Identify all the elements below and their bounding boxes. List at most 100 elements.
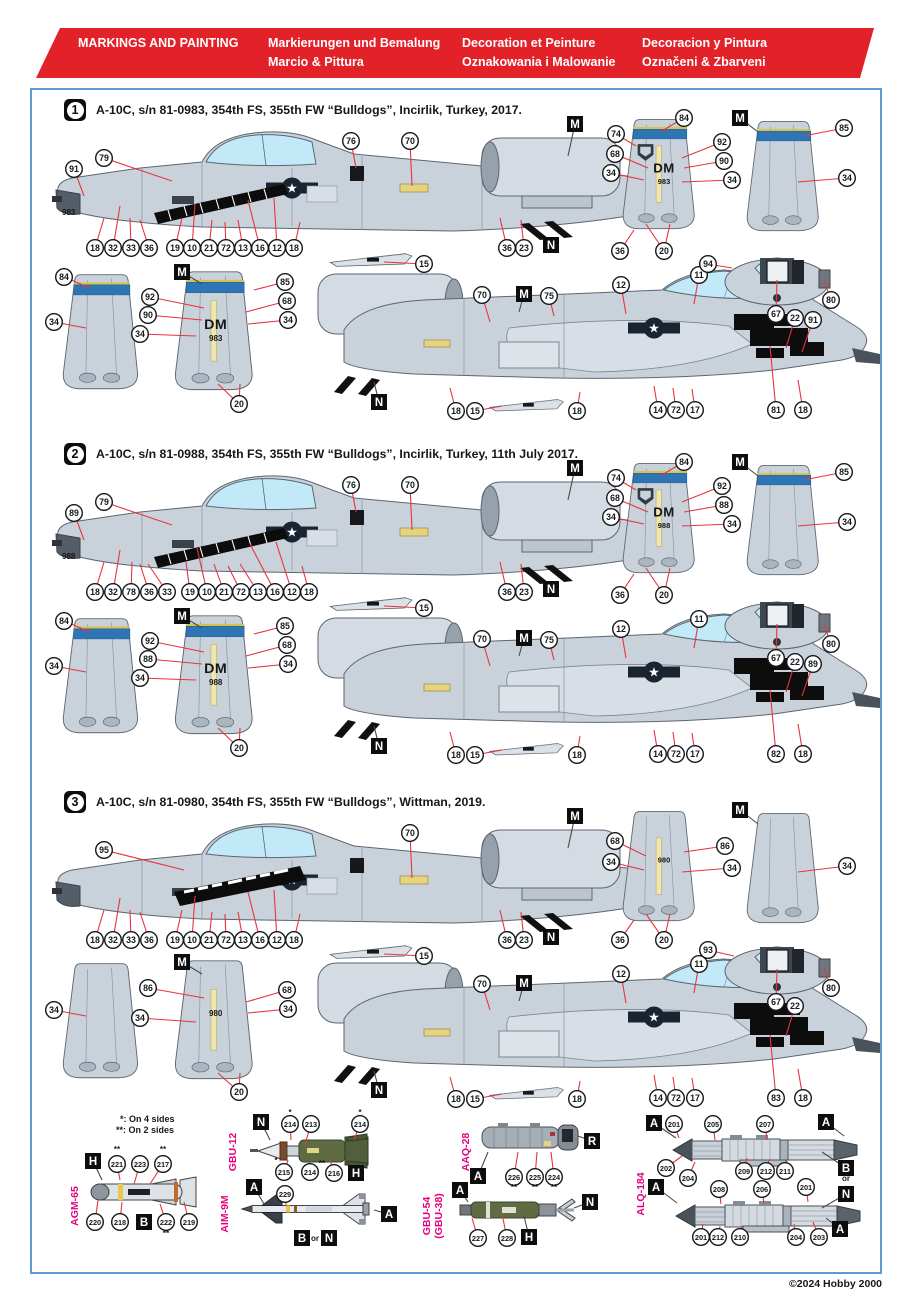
- svg-text:18: 18: [451, 406, 461, 416]
- callout-circle: [649, 745, 668, 764]
- svg-text:M: M: [519, 633, 529, 645]
- svg-text:88: 88: [143, 654, 153, 664]
- note-text: *: On 4 sides: [120, 1114, 175, 1124]
- tail-serial: 980: [209, 1009, 223, 1018]
- callout-circle: [229, 1083, 248, 1102]
- callout-circle: [86, 930, 105, 949]
- alq-184-pod-top: [672, 1134, 858, 1167]
- callout-circle: [277, 635, 296, 654]
- letter-badge: [516, 975, 532, 991]
- boarding-ladder-art: [154, 528, 288, 568]
- svg-text:13: 13: [238, 935, 248, 945]
- callout-circle: [675, 452, 694, 472]
- callout-circle: [86, 238, 105, 257]
- callout-circle: [607, 125, 626, 144]
- callout-circle: [667, 401, 686, 420]
- svg-text:93: 93: [703, 945, 713, 955]
- callout-circle: [342, 132, 361, 151]
- callout-circle: [611, 241, 630, 260]
- callout-circle: [401, 476, 420, 495]
- callout-circle: [179, 1212, 198, 1231]
- callout-circle: [447, 402, 466, 421]
- callout-circle: [835, 119, 854, 138]
- svg-text:226: 226: [508, 1173, 520, 1182]
- svg-text:N: N: [325, 1233, 333, 1245]
- svg-text:H: H: [352, 1168, 360, 1180]
- svg-text:68: 68: [282, 985, 292, 995]
- callout-circle: [686, 745, 705, 764]
- svg-text:A: A: [456, 1185, 464, 1197]
- callout-circle: [679, 1169, 698, 1188]
- callout-circle: [602, 507, 621, 526]
- callout-circle: [140, 631, 159, 650]
- fin-row2-outer: [62, 274, 139, 390]
- callout-circle: [95, 841, 114, 860]
- svg-text:76: 76: [346, 480, 356, 490]
- callout-circle: [667, 745, 686, 764]
- svg-text:M: M: [735, 805, 745, 817]
- callout-circle: [753, 1179, 772, 1198]
- callout-circle: [277, 291, 296, 310]
- callout-circle: [157, 582, 176, 601]
- note-text: *: [288, 1108, 292, 1117]
- svg-text:222: 222: [160, 1218, 172, 1227]
- content-box: 1 A-10C, s/n 81-0983, 354th FS, 355th FW…: [30, 88, 882, 1274]
- svg-text:79: 79: [99, 497, 109, 507]
- scheme-3-title-row: 3 A-10C, s/n 81-0980, 354th FS, 355th FW…: [64, 791, 485, 813]
- letter-badge: [371, 394, 387, 410]
- svg-text:M: M: [519, 289, 529, 301]
- svg-text:14: 14: [653, 749, 663, 759]
- note-text: or: [311, 1234, 319, 1243]
- callout-circle: [103, 238, 122, 257]
- svg-text:18: 18: [289, 935, 299, 945]
- svg-text:M: M: [177, 611, 187, 623]
- svg-text:20: 20: [659, 590, 669, 600]
- callout-circle: [65, 503, 84, 522]
- callout-circle: [568, 746, 587, 765]
- letter-badge: [732, 110, 748, 126]
- fin-row2-inner: 980: [174, 960, 253, 1080]
- boarding-ladder-art: [154, 184, 288, 224]
- svg-text:21: 21: [204, 935, 214, 945]
- callout-circle: [540, 286, 559, 305]
- svg-text:34: 34: [135, 1013, 145, 1023]
- weapon-label: AGM-65: [69, 1186, 81, 1226]
- callout-circle: [351, 1114, 370, 1134]
- svg-text:16: 16: [270, 587, 280, 597]
- svg-text:70: 70: [477, 290, 487, 300]
- ladder-rungs: [167, 188, 268, 221]
- svg-text:215: 215: [278, 1168, 290, 1177]
- callout-circle: [568, 1090, 587, 1109]
- callout-circle: [278, 654, 297, 673]
- svg-text:84: 84: [679, 113, 689, 123]
- svg-text:80: 80: [826, 983, 836, 993]
- svg-text:B: B: [842, 1163, 850, 1175]
- callout-circle: [786, 308, 805, 327]
- callout-circle: [794, 401, 813, 420]
- letter-badge: [348, 1165, 364, 1181]
- wing-slat: [489, 1087, 564, 1100]
- letter-badge: [818, 1114, 834, 1130]
- scheme-3-title: A-10C, s/n 81-0980, 354th FS, 355th FW “…: [96, 795, 486, 809]
- svg-text:217: 217: [157, 1160, 169, 1169]
- letter-badge: [567, 116, 583, 132]
- svg-text:78: 78: [126, 587, 136, 597]
- svg-text:214: 214: [304, 1168, 317, 1177]
- letter-badge: [452, 1182, 468, 1198]
- wing-slat: [489, 399, 564, 412]
- callout-circle: [121, 930, 140, 949]
- callout-circle: [275, 616, 294, 635]
- svg-text:85: 85: [839, 467, 849, 477]
- svg-text:M: M: [735, 113, 745, 125]
- callout-circle: [735, 1162, 754, 1181]
- svg-text:B: B: [140, 1217, 148, 1229]
- svg-text:19: 19: [170, 935, 180, 945]
- svg-text:213: 213: [305, 1120, 317, 1129]
- fin-row2-outer: [62, 963, 139, 1079]
- svg-text:72: 72: [221, 935, 231, 945]
- callout-circle: [447, 746, 466, 765]
- svg-text:84: 84: [679, 457, 689, 467]
